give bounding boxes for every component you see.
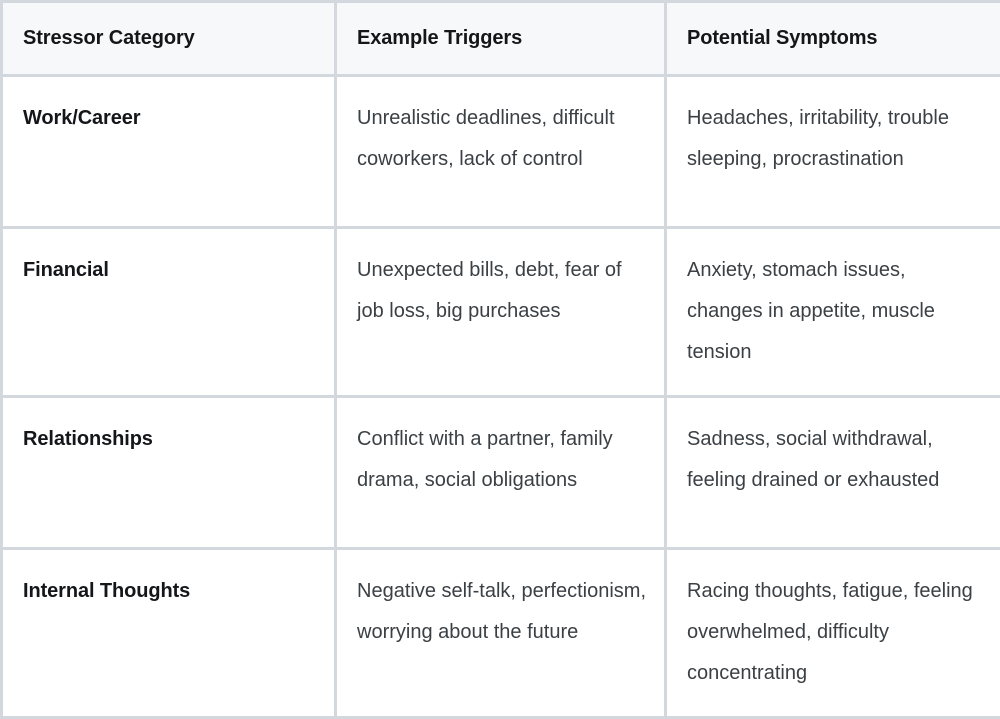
column-header-label: Example Triggers xyxy=(357,27,648,50)
table-header: Stressor Category Example Triggers Poten… xyxy=(2,2,1000,76)
cell-text: Anxiety, stomach issues, changes in appe… xyxy=(687,250,982,373)
cell-stressor-category: Relationships xyxy=(2,397,336,549)
column-header-label: Stressor Category xyxy=(23,27,318,50)
cell-text: Unexpected bills, debt, fear of job loss… xyxy=(357,250,646,332)
table-row: Financial Unexpected bills, debt, fear o… xyxy=(2,228,1000,397)
cell-example-triggers: Unexpected bills, debt, fear of job loss… xyxy=(336,228,666,397)
cell-stressor-category: Internal Thoughts xyxy=(2,549,336,718)
table-row: Work/Career Unrealistic deadlines, diffi… xyxy=(2,76,1000,228)
stressor-table-container: Stressor Category Example Triggers Poten… xyxy=(0,0,1000,690)
cell-potential-symptoms: Racing thoughts, fatigue, feeling overwh… xyxy=(666,549,1000,718)
cell-example-triggers: Unrealistic deadlines, difficult coworke… xyxy=(336,76,666,228)
cell-example-triggers: Conflict with a partner, family drama, s… xyxy=(336,397,666,549)
cell-stressor-category: Financial xyxy=(2,228,336,397)
cell-text: Racing thoughts, fatigue, feeling overwh… xyxy=(687,571,982,694)
cell-example-triggers: Negative self-talk, perfectionism, worry… xyxy=(336,549,666,718)
table-row: Internal Thoughts Negative self-talk, pe… xyxy=(2,549,1000,718)
cell-text: Sadness, social withdrawal, feeling drai… xyxy=(687,419,982,501)
cell-text: Relationships xyxy=(23,419,316,460)
table-header-row: Stressor Category Example Triggers Poten… xyxy=(2,2,1000,76)
cell-potential-symptoms: Sadness, social withdrawal, feeling drai… xyxy=(666,397,1000,549)
cell-text: Unrealistic deadlines, difficult coworke… xyxy=(357,98,646,180)
column-header-example-triggers: Example Triggers xyxy=(336,2,666,76)
cell-text: Work/Career xyxy=(23,98,316,139)
cell-potential-symptoms: Headaches, irritability, trouble sleepin… xyxy=(666,76,1000,228)
cell-text: Conflict with a partner, family drama, s… xyxy=(357,419,646,501)
column-header-label: Potential Symptoms xyxy=(687,27,984,50)
column-header-stressor-category: Stressor Category xyxy=(2,2,336,76)
cell-text: Financial xyxy=(23,250,316,291)
cell-text: Internal Thoughts xyxy=(23,571,316,612)
cell-stressor-category: Work/Career xyxy=(2,76,336,228)
table-row: Relationships Conflict with a partner, f… xyxy=(2,397,1000,549)
cell-potential-symptoms: Anxiety, stomach issues, changes in appe… xyxy=(666,228,1000,397)
table-body: Work/Career Unrealistic deadlines, diffi… xyxy=(2,76,1000,718)
cell-text: Headaches, irritability, trouble sleepin… xyxy=(687,98,982,180)
column-header-potential-symptoms: Potential Symptoms xyxy=(666,2,1000,76)
cell-text: Negative self-talk, perfectionism, worry… xyxy=(357,571,646,653)
